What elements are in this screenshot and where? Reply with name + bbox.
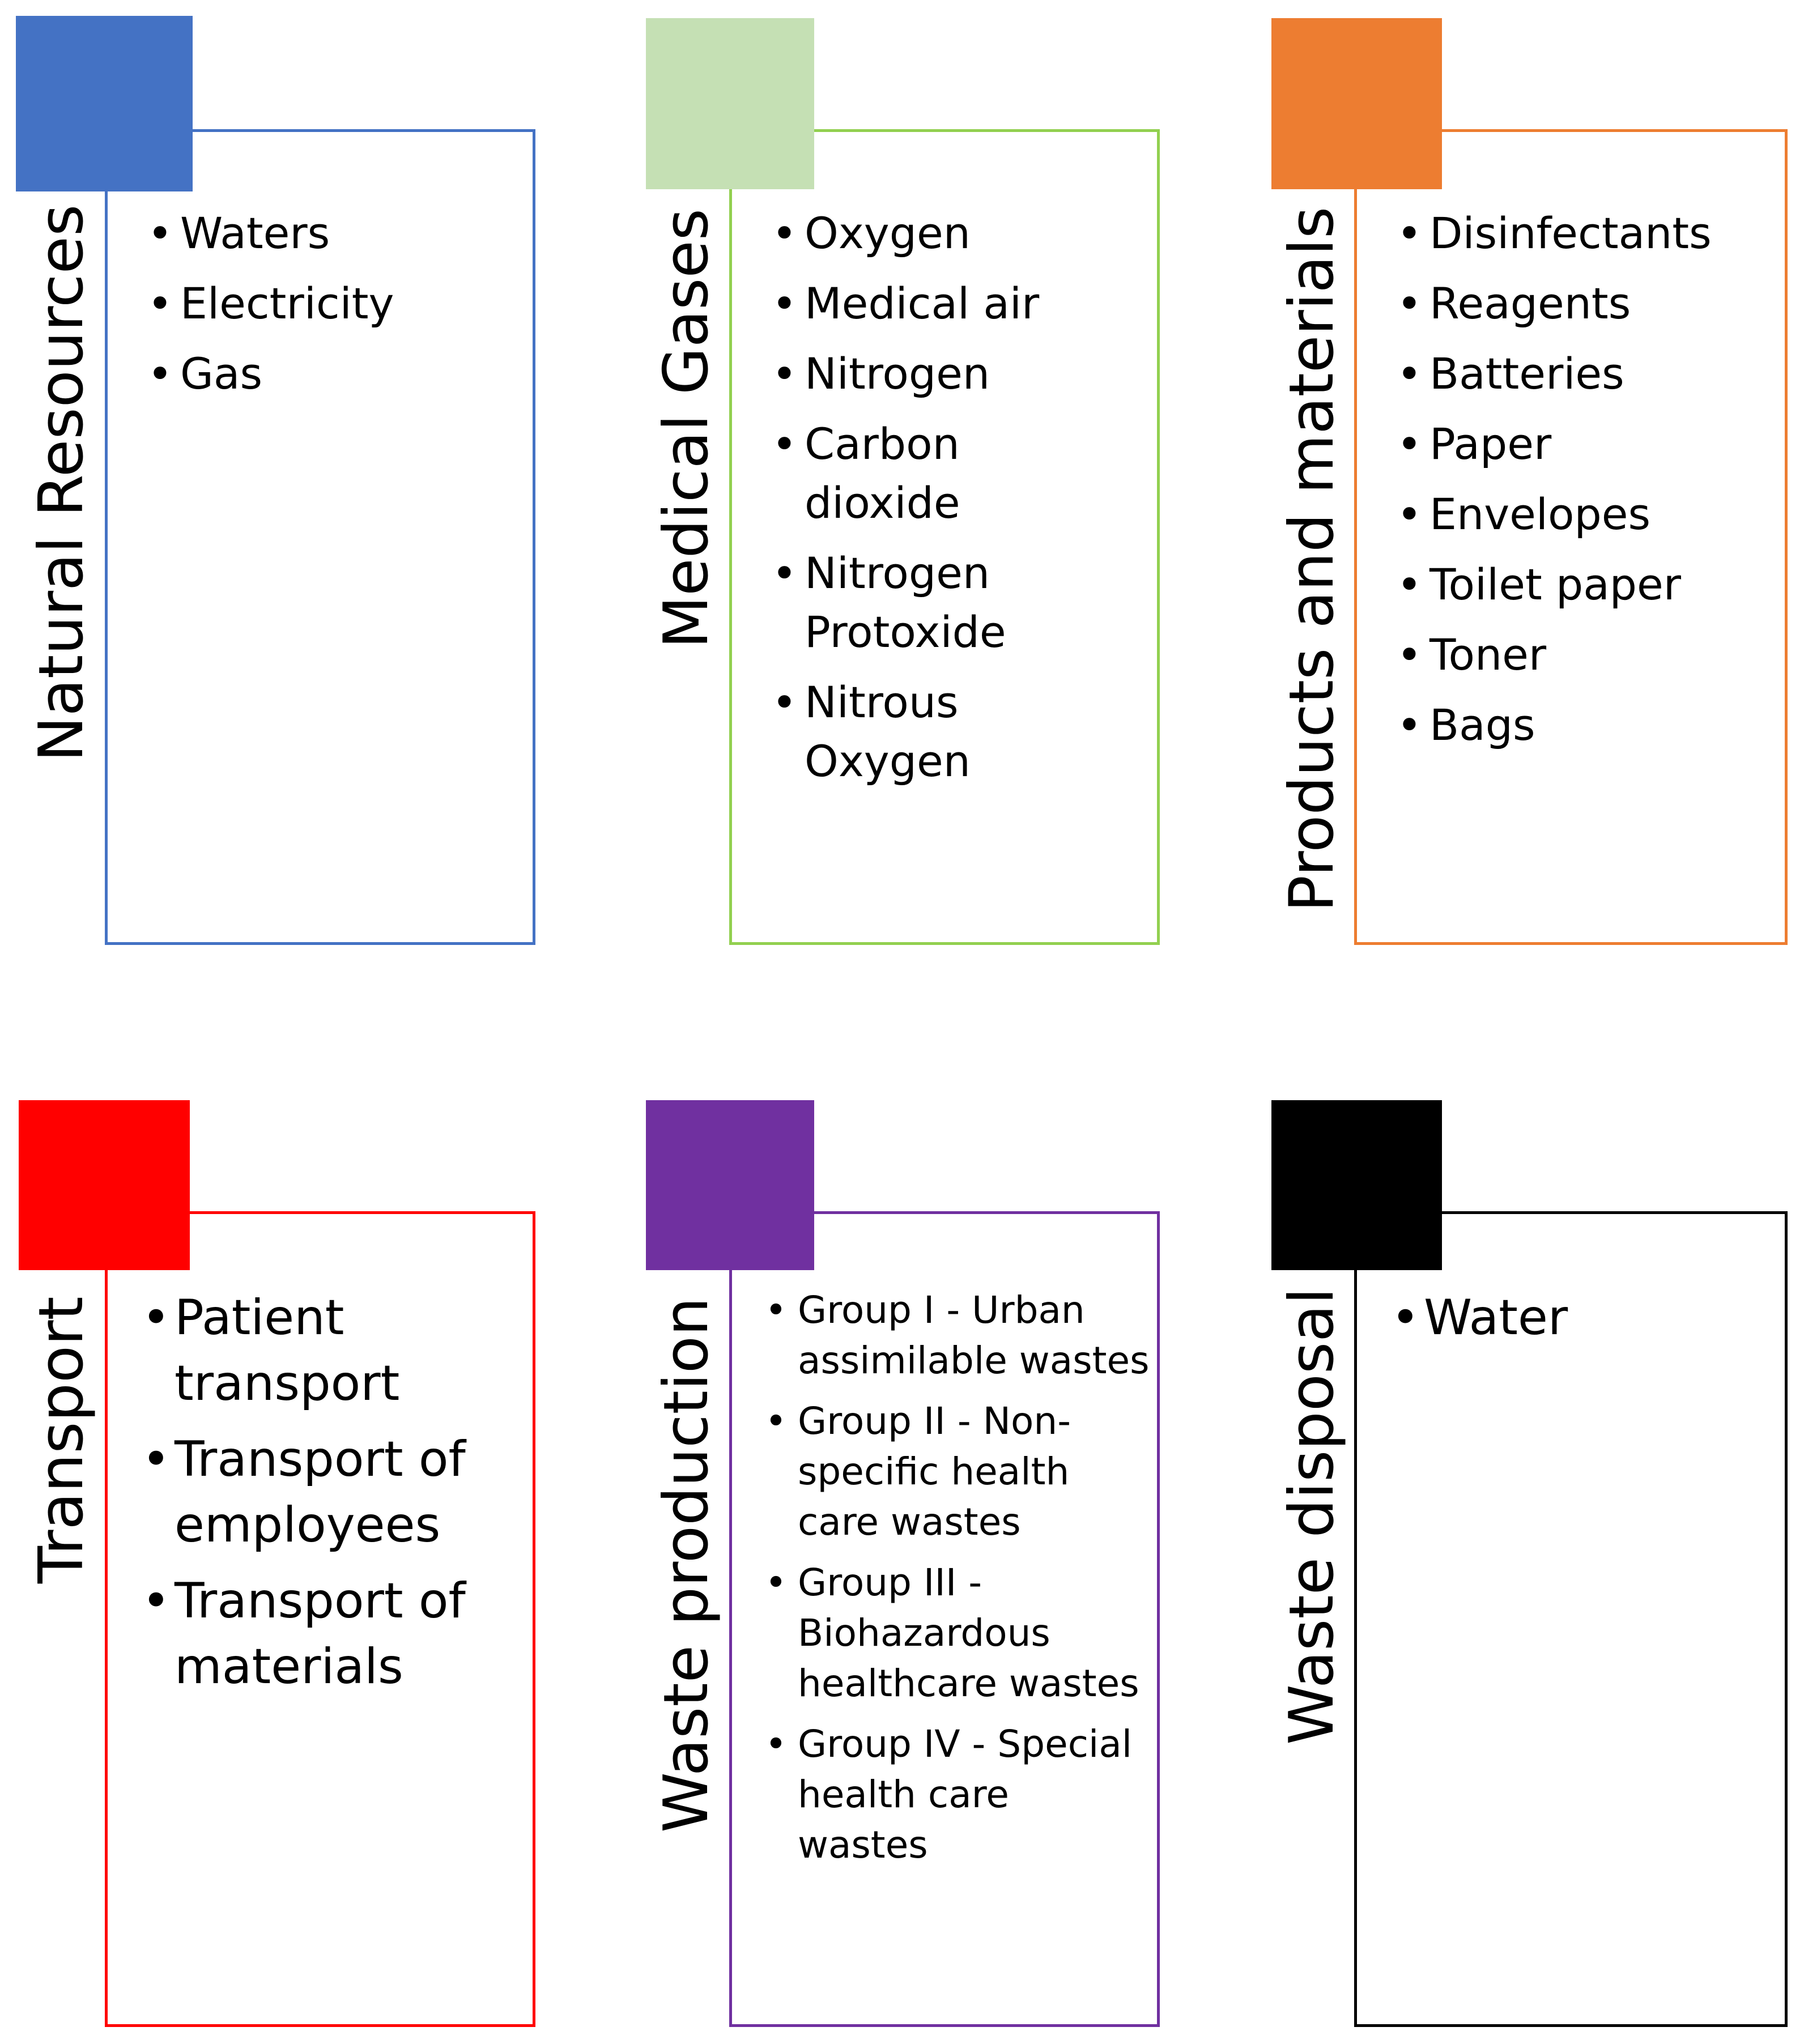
item-list: Waters Electricity Gas <box>147 204 521 415</box>
list-item: Medical air <box>772 274 1123 333</box>
panel-title: Transport <box>26 1296 97 1583</box>
item-list: Group I - Urban assimilable wastes Group… <box>765 1285 1150 1880</box>
panel-border <box>1354 129 1788 945</box>
item-list: Disinfectants Reagents Batteries Paper E… <box>1397 204 1782 766</box>
list-item: Nitrous Oxygen <box>772 673 1123 791</box>
list-item: Reagents <box>1397 274 1782 333</box>
list-item: Toilet paper <box>1397 555 1782 614</box>
color-swatch <box>1271 1100 1442 1270</box>
list-item: Toner <box>1397 625 1782 684</box>
panel-title: Waste disposal <box>1277 1287 1347 1745</box>
panel-border <box>105 1211 535 2027</box>
list-item: Gas <box>147 344 521 403</box>
color-swatch <box>16 16 193 191</box>
list-item: Envelopes <box>1397 485 1782 544</box>
list-item: Paper <box>1397 415 1782 474</box>
list-item: Electricity <box>147 274 521 333</box>
panel-title: Natural Resources <box>26 204 97 762</box>
list-item: Water <box>1391 1285 1776 1351</box>
panel-border <box>729 129 1160 945</box>
list-item: Patient transport <box>142 1285 527 1416</box>
list-item: Transport of materials <box>142 1568 527 1700</box>
color-swatch <box>1271 18 1442 189</box>
list-item: Group III - Biohazardous healthcare wast… <box>765 1557 1150 1709</box>
panel-border <box>105 129 535 945</box>
list-item: Oxygen <box>772 204 1123 263</box>
item-list: Oxygen Medical air Nitrogen Carbon dioxi… <box>772 204 1123 802</box>
list-item: Waters <box>147 204 521 263</box>
item-list: Patient transport Transport of employees… <box>142 1285 527 1710</box>
list-item: Group I - Urban assimilable wastes <box>765 1285 1150 1386</box>
color-swatch <box>646 1100 814 1270</box>
panel-title: Medical Gases <box>651 208 722 649</box>
list-item: Disinfectants <box>1397 204 1782 263</box>
list-item: Group II - Non-specific health care wast… <box>765 1396 1150 1547</box>
list-item: Nitrogen <box>772 344 1123 403</box>
panel-border <box>729 1211 1160 2027</box>
panel-title: Waste production <box>651 1297 722 1833</box>
list-item: Nitrogen Protoxide <box>772 544 1123 662</box>
list-item: Bags <box>1397 696 1782 755</box>
panel-border <box>1354 1211 1788 2027</box>
color-swatch <box>646 18 814 189</box>
list-item: Carbon dioxide <box>772 415 1123 533</box>
panel-title: Products and materials <box>1277 206 1347 912</box>
list-item: Group IV - Special health care wastes <box>765 1719 1150 1870</box>
list-item: Transport of employees <box>142 1426 527 1558</box>
item-list: Water <box>1391 1285 1776 1361</box>
color-swatch <box>19 1100 190 1270</box>
list-item: Batteries <box>1397 344 1782 403</box>
